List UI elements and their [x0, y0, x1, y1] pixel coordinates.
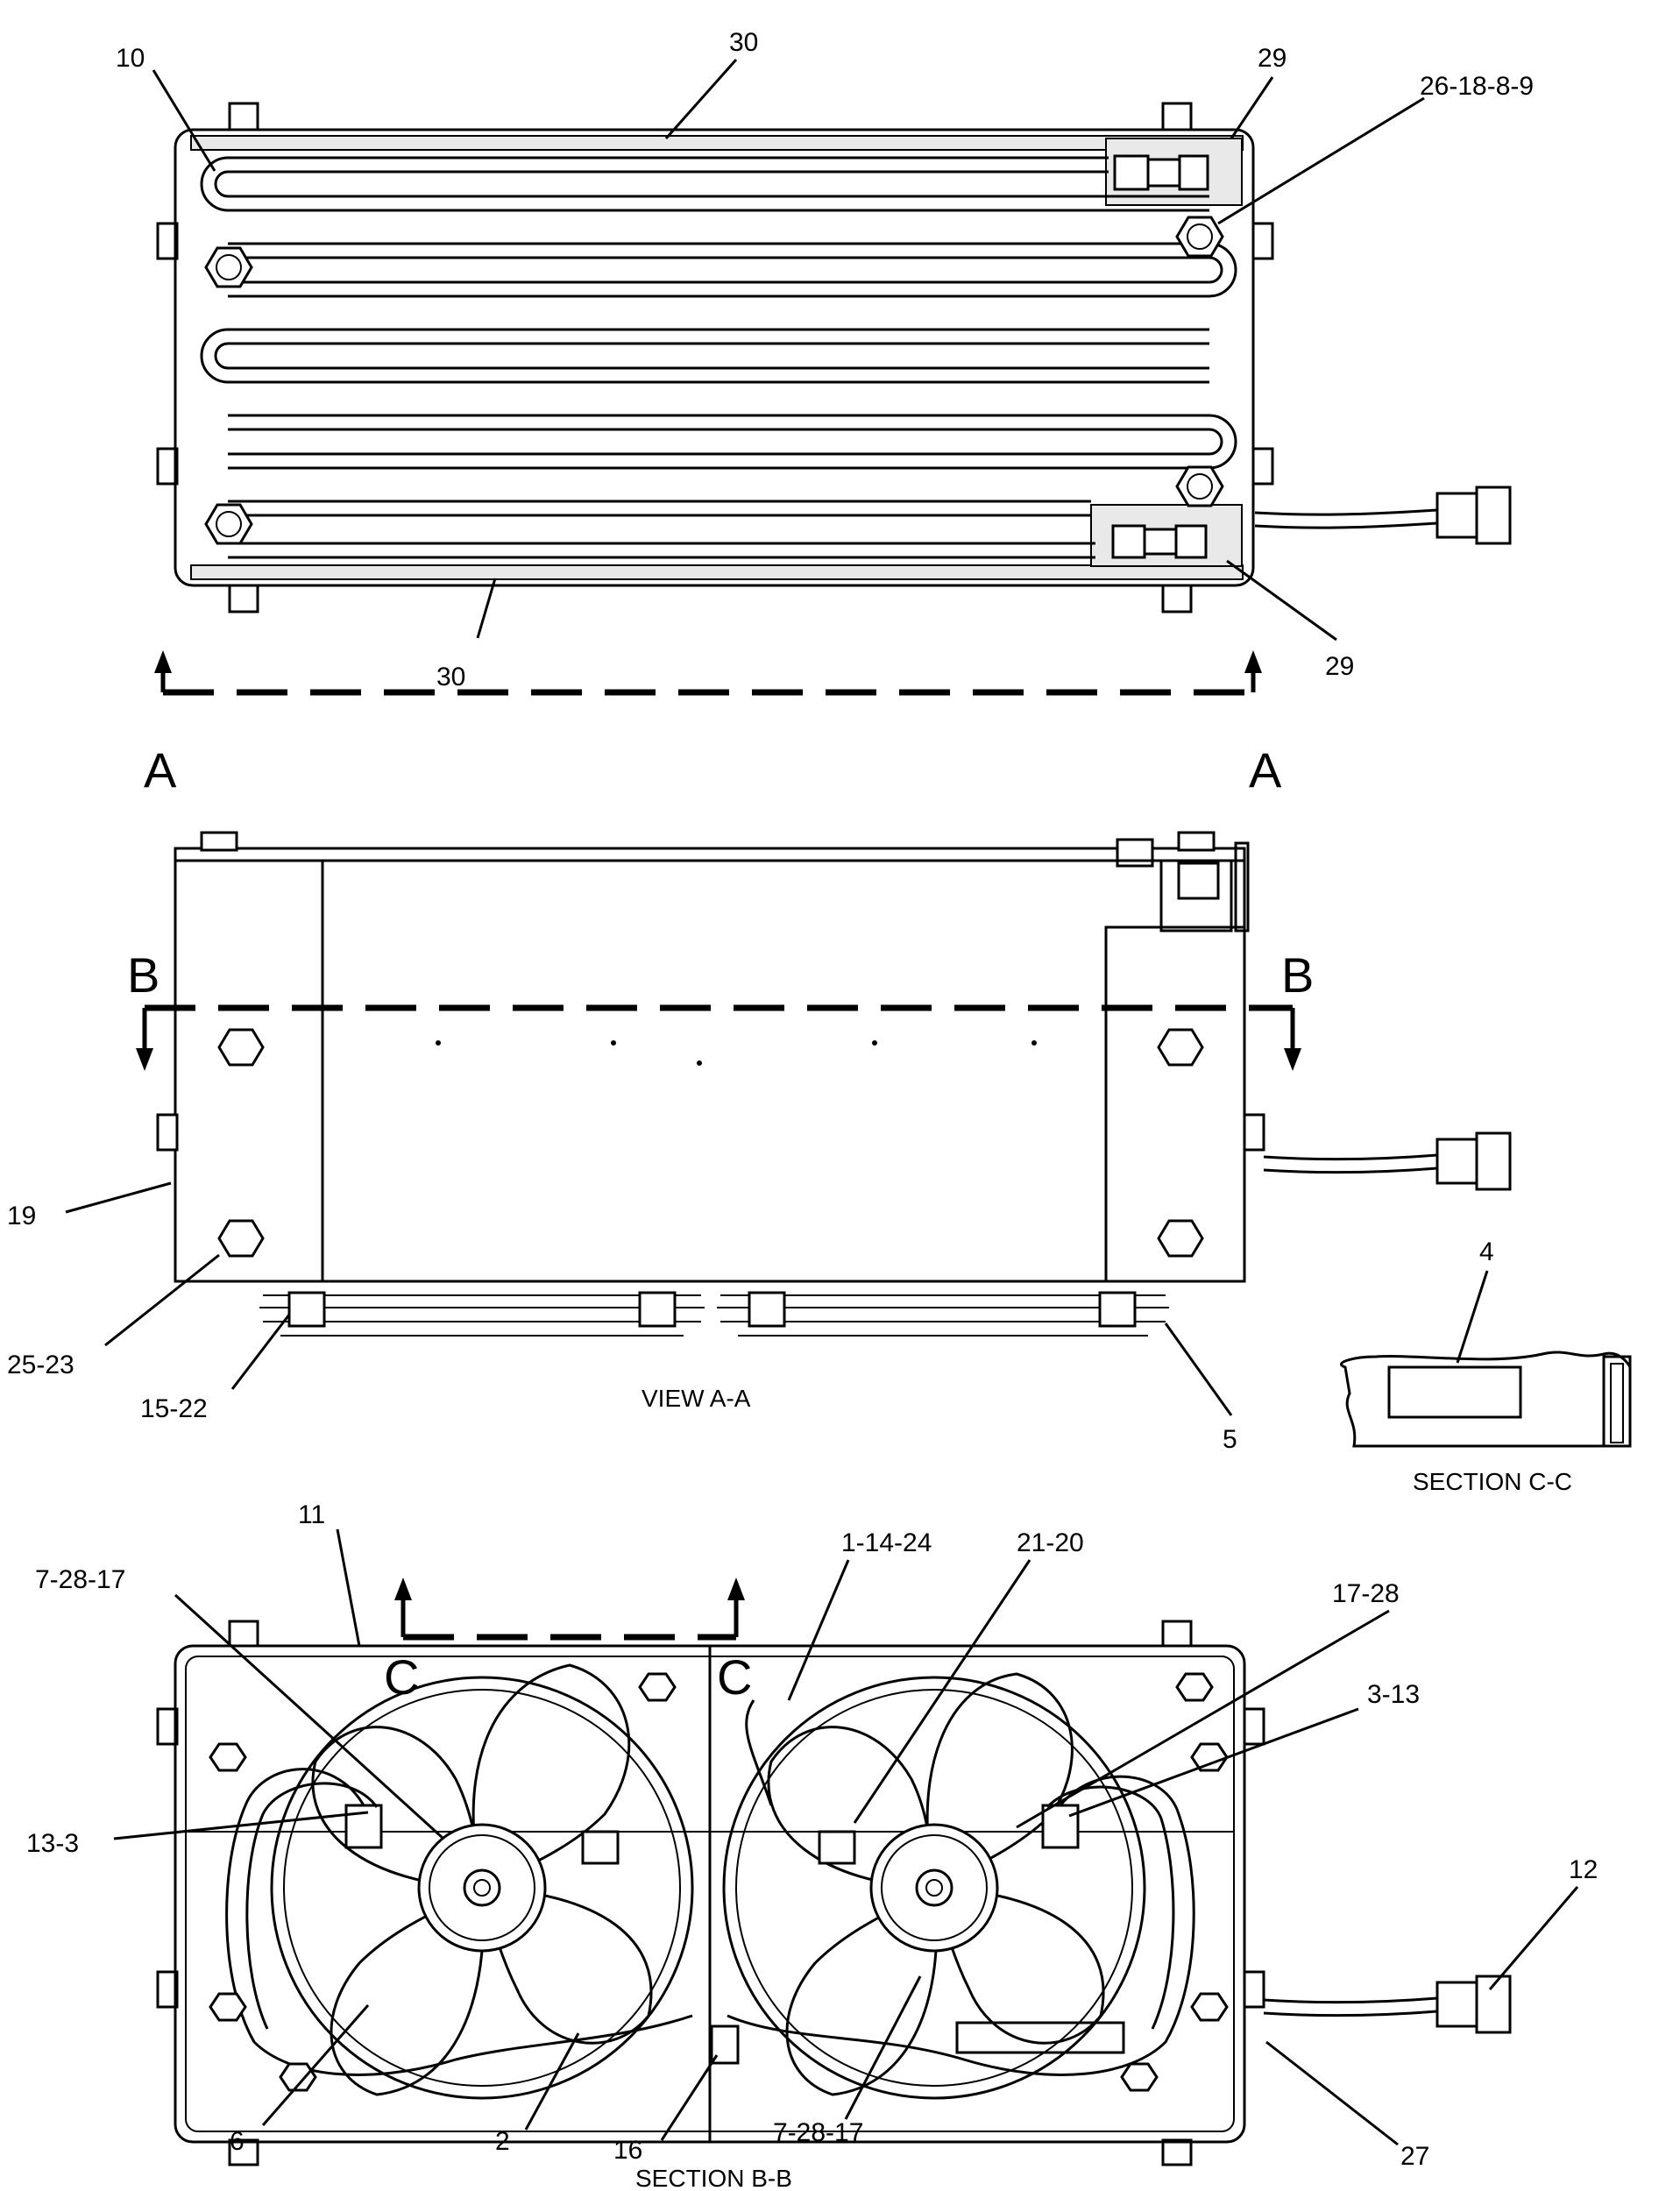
callout-cc-4: 4 — [1479, 1237, 1494, 1266]
callout-bb-27: 27 — [1400, 2142, 1429, 2171]
section-bb-indicator — [136, 1004, 1301, 1071]
section-letter-c-left: C — [384, 1649, 419, 1705]
callout-top-29b: 29 — [1325, 652, 1354, 681]
callout-bb-13-3: 13-3 — [26, 1829, 79, 1858]
section-cc-indicator — [394, 1578, 745, 1641]
callout-bb-7-28-17-bottom: 7-28-17 — [773, 2118, 863, 2147]
fan-blades — [311, 1663, 1105, 2096]
callout-bb-16: 16 — [613, 2136, 642, 2165]
callout-top-30b: 30 — [436, 663, 465, 691]
callout-aa-5: 5 — [1223, 1425, 1237, 1454]
callout-bb-6: 6 — [230, 2127, 245, 2156]
callout-aa-15-22: 15-22 — [140, 1394, 208, 1423]
section-cc-title: SECTION C-C — [1413, 1468, 1572, 1495]
leader-lines — [65, 59, 1579, 2146]
label-plate — [1387, 1365, 1522, 1419]
fan-shroud-body — [174, 859, 1246, 1283]
motor-right — [869, 1823, 999, 1953]
section-letter-a-right: A — [1249, 742, 1282, 798]
callout-bb-21-20: 21-20 — [1017, 1528, 1084, 1557]
condenser-frame — [174, 128, 1255, 587]
section-letter-c-right: C — [717, 1649, 752, 1705]
callout-bb-17-28: 17-28 — [1332, 1579, 1400, 1608]
callout-top-29a: 29 — [1258, 44, 1287, 73]
callout-aa-19: 19 — [7, 1202, 36, 1230]
top-view — [156, 102, 1512, 613]
view-aa-title: VIEW A-A — [642, 1385, 751, 1412]
callouts: 10 30 29 26-18-8-9 30 29 A A B B 19 25-2… — [7, 28, 1598, 2191]
top-bolt-head — [1161, 584, 1193, 613]
side-plate-right — [1104, 925, 1246, 1283]
hex-nut — [204, 216, 1224, 545]
callout-bb-3-13: 3-13 — [1367, 1680, 1420, 1709]
section-letter-b-left: B — [127, 947, 159, 1003]
foam-seal-top — [190, 135, 1244, 151]
callout-bb-2: 2 — [495, 2127, 510, 2156]
section-bb-title: SECTION B-B — [635, 2165, 792, 2191]
foam-seal-bottom — [190, 564, 1244, 580]
side-plate-left — [174, 859, 324, 1283]
callout-bb-7-28-17-top: 7-28-17 — [35, 1565, 125, 1594]
top-bolt-head — [1161, 102, 1193, 131]
callout-aa-25-23: 25-23 — [7, 1351, 74, 1379]
fan-right-ring — [722, 1676, 1146, 2100]
section-letter-a-left: A — [144, 742, 177, 798]
callout-bb-1-14-24: 1-14-24 — [841, 1528, 932, 1557]
top-bolt-head — [228, 102, 259, 131]
connector-plug — [1435, 492, 1478, 539]
motor-left — [417, 1823, 547, 1953]
wiring-harness — [225, 1699, 1195, 2076]
coil-tubes — [200, 156, 1237, 559]
section-letter-b-right: B — [1281, 947, 1314, 1003]
bracket-outline — [1339, 1351, 1632, 1448]
section-cc — [1339, 1351, 1632, 1448]
top-bolt-head — [228, 584, 259, 613]
callout-bb-11: 11 — [298, 1500, 325, 1529]
callout-top-26-18-8-9: 26-18-8-9 — [1420, 72, 1534, 101]
section-aa-indicator — [154, 650, 1262, 696]
callout-bb-12: 12 — [1569, 1855, 1598, 1884]
callout-top-10: 10 — [116, 44, 145, 73]
fan-left-ring — [270, 1676, 694, 2100]
view-aa — [156, 831, 1512, 1337]
section-bb — [156, 1620, 1512, 2166]
callout-top-30a: 30 — [729, 28, 758, 57]
